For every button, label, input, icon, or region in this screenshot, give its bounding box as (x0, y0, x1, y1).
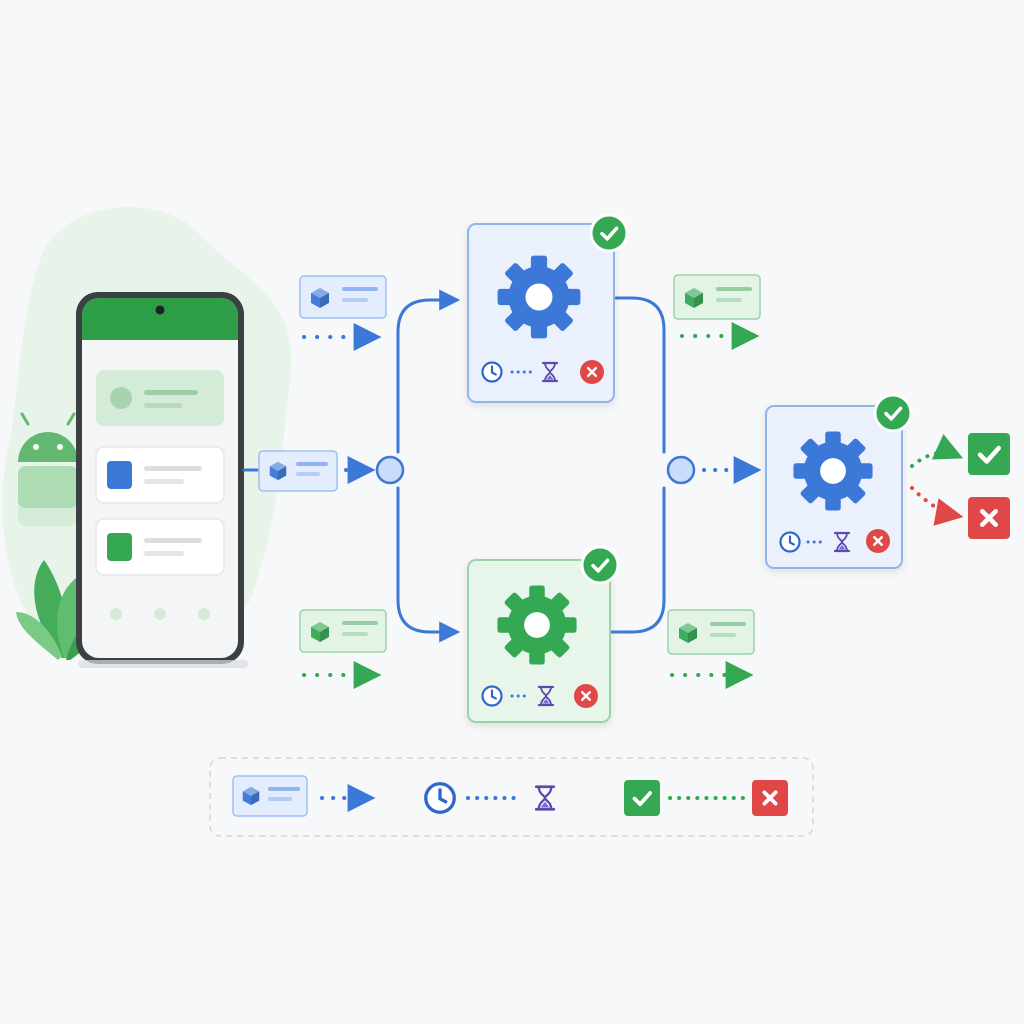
join-branch-top (614, 296, 666, 454)
legend-result (624, 780, 788, 816)
work-request-chip-bottom-left (299, 609, 387, 653)
outcome-success (968, 433, 1010, 475)
gear-icon (497, 255, 581, 339)
main-connectors (242, 289, 666, 643)
clock-icon (424, 782, 456, 814)
android-icon (18, 412, 78, 526)
work-request-chip-top-right (673, 274, 761, 320)
clock-icon (779, 531, 801, 553)
success-badge (873, 393, 913, 433)
fork-branch-bottom (396, 486, 461, 643)
success-badge (589, 213, 629, 253)
outcome-failure (968, 497, 1010, 539)
legend-time-constraint (424, 782, 556, 814)
gear-icon (497, 585, 577, 665)
success-badge (580, 545, 620, 585)
dotted-arrow-failure (910, 486, 964, 526)
phone-list-item-blue[interactable] (95, 446, 225, 504)
worker-card-bottom[interactable] (467, 545, 620, 723)
clock-icon (481, 361, 503, 383)
legend (209, 757, 814, 837)
work-request-chip-bottom-right (667, 609, 755, 655)
phone-list-item-green[interactable] (95, 518, 225, 576)
join-node (666, 455, 696, 485)
work-request-chip-input (258, 450, 338, 492)
phone-camera (155, 305, 165, 315)
gear-icon (793, 431, 873, 511)
worker-card-top[interactable] (467, 213, 629, 403)
dotted-arrow-success (910, 433, 964, 468)
legend-work-request (232, 775, 376, 817)
work-request-chip-top-left (299, 275, 387, 319)
join-branch-bottom (610, 486, 666, 634)
hourglass-icon (534, 785, 556, 811)
phone-page-dots (110, 608, 210, 620)
fork-node (375, 455, 405, 485)
clock-icon (481, 685, 503, 707)
worker-card-final[interactable] (765, 393, 913, 569)
phone-list-item-highlighted[interactable] (96, 370, 224, 426)
phone-icon (76, 292, 248, 668)
fork-branch-top (396, 289, 461, 454)
